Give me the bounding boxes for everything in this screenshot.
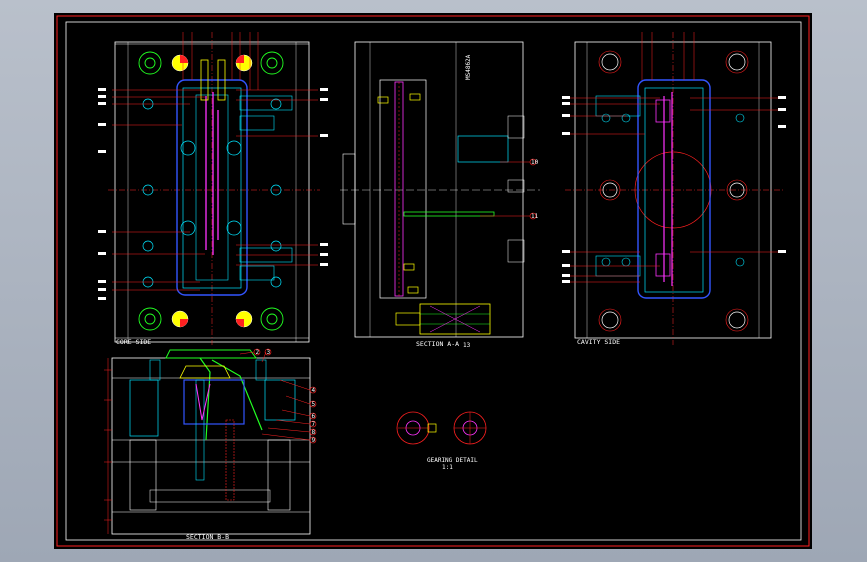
balloon-9: 9 bbox=[312, 437, 316, 444]
sheet-border-inner bbox=[65, 21, 802, 541]
balloon-10: 10 bbox=[531, 159, 539, 166]
balloon-5: 5 bbox=[312, 401, 316, 408]
balloon-8: 8 bbox=[312, 429, 316, 436]
balloon-6: 6 bbox=[312, 413, 316, 420]
cavity-side-label: CAVITY SIDE bbox=[577, 338, 620, 346]
section-aa-label: SECTION A-A bbox=[416, 340, 459, 348]
drawing-sheet bbox=[54, 13, 812, 549]
sheet-border-outer bbox=[56, 15, 810, 547]
section-aa-vertical-note: MS4862A bbox=[465, 54, 472, 80]
balloon-4: 4 bbox=[312, 387, 316, 394]
gearing-detail-label: GEARING DETAIL bbox=[427, 457, 478, 464]
balloon-7: 7 bbox=[312, 421, 316, 428]
cavity-side-view[interactable]: CAVITY SIDE bbox=[562, 32, 786, 346]
balloon-3: 3 bbox=[267, 349, 271, 356]
balloon-11: 11 bbox=[531, 213, 539, 220]
gearing-detail-scale: 1:1 bbox=[442, 464, 453, 471]
core-side-view[interactable]: CORE SIDE bbox=[98, 32, 328, 346]
core-side-label: CORE SIDE bbox=[116, 338, 151, 346]
section-bb-view[interactable]: 2 3 4 5 6 7 8 9 SECTION B-B bbox=[104, 348, 317, 541]
section-aa-view[interactable]: 10 11 MS4862A SECTION A-A 13 bbox=[340, 41, 540, 349]
gearing-detail-view[interactable]: GEARING DETAIL 1:1 bbox=[396, 411, 487, 471]
section-aa-marker: 13 bbox=[463, 342, 471, 349]
balloon-2: 2 bbox=[256, 349, 260, 356]
section-bb-label: SECTION B-B bbox=[186, 533, 229, 541]
